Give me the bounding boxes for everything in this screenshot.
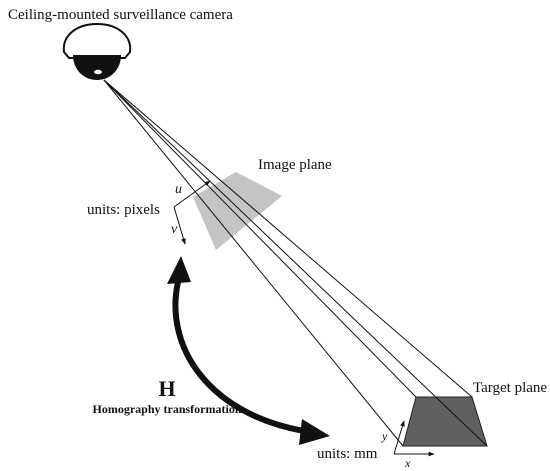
homography-arrowhead-bottom xyxy=(299,419,330,445)
camera-dome xyxy=(73,55,121,80)
projection-ray xyxy=(103,79,404,447)
u-axis-label: u xyxy=(175,182,182,197)
homography-arrowhead-top xyxy=(167,256,191,284)
diagram-title: Ceiling-mounted surveillance camera xyxy=(8,7,233,23)
projection-ray xyxy=(103,79,417,398)
x-axis-label: x xyxy=(404,456,411,470)
projection-ray xyxy=(103,79,473,398)
u-axis-arrow xyxy=(173,180,211,208)
camera-icon xyxy=(62,22,132,80)
homography-arrow-curve xyxy=(172,279,307,434)
units-pixels-label: units: pixels xyxy=(87,202,160,218)
image-plane-label: Image plane xyxy=(258,157,332,173)
v-axis-arrow xyxy=(173,206,186,245)
homography-symbol: H xyxy=(158,376,175,401)
target-plane-shape xyxy=(402,396,488,447)
target-axes: x y xyxy=(381,420,435,470)
camera-mount xyxy=(62,22,132,59)
image-plane-shape xyxy=(193,172,282,250)
image-axes: u v xyxy=(171,180,211,245)
target-plane-label: Target plane xyxy=(473,380,547,396)
y-axis-label: y xyxy=(381,429,388,443)
camera-lens xyxy=(94,69,102,75)
projection-ray xyxy=(103,79,488,447)
units-mm-label: units: mm xyxy=(317,446,378,462)
v-axis-label: v xyxy=(171,222,178,237)
homography-arrow xyxy=(167,256,330,445)
projection-rays xyxy=(103,79,488,447)
homography-caption: Homography transformation xyxy=(93,402,242,416)
y-axis-arrow xyxy=(393,420,405,455)
